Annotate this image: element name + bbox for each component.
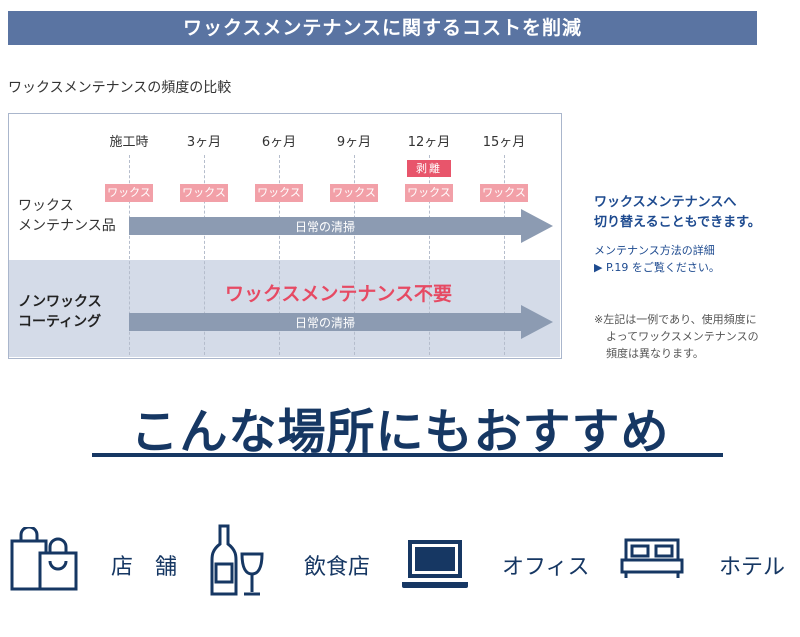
daily-cleaning-arrow: [129, 305, 553, 339]
comparison-subtitle: ワックスメンテナンスの頻度の比較: [8, 80, 232, 96]
row-label-line: メンテナンス品: [18, 218, 116, 234]
row-label-line: ワックス: [18, 198, 74, 214]
page-link[interactable]: ▶ P.19 をご覧ください。: [594, 261, 720, 274]
tick-12m: 12ヶ月: [407, 135, 451, 150]
switch-note: ワックスメンテナンスへ 切り替えることもできます。: [594, 193, 761, 233]
recommend-heading: こんな場所にもおすすめ: [130, 404, 670, 460]
row-label-line: ノンワックス: [18, 294, 102, 310]
daily-cleaning-arrow: [129, 209, 553, 243]
wax-tag: ワックス: [405, 184, 453, 202]
guide-line: [354, 155, 355, 355]
place-label-store: 店 舗: [111, 555, 178, 580]
place-label-office: オフィス: [502, 555, 590, 580]
tick-6m: 6ヶ月: [261, 135, 297, 150]
bed-icon: [620, 538, 684, 578]
wax-tag: ワックス: [480, 184, 528, 202]
guide-line: [429, 155, 430, 355]
footnote-line: 頻度は異なります。: [606, 347, 704, 360]
no-wax-notice: ワックスメンテナンス不要: [225, 283, 453, 305]
footnote: ※左記は一例であり、使用頻度に よってワックスメンテナンスの 頻度は異なります。: [594, 311, 759, 362]
switch-note-line: ワックスメンテナンスへ: [594, 195, 737, 210]
tick-3m: 3ヶ月: [186, 135, 222, 150]
place-label-restaurant: 飲食店: [304, 555, 371, 580]
wax-tag: ワックス: [180, 184, 228, 202]
peel-tag: 剥離: [407, 160, 451, 177]
detail-line: メンテナンス方法の詳細: [594, 244, 715, 257]
row-label-wax: ワックス メンテナンス品: [18, 196, 116, 236]
guide-line: [204, 155, 205, 355]
tick-9m: 9ヶ月: [336, 135, 372, 150]
non-wax-row-background: [9, 260, 560, 357]
heading-underline: [92, 453, 723, 457]
footnote-line: よってワックスメンテナンスの: [606, 330, 759, 343]
shopping-bag-icon: [10, 527, 78, 591]
place-label-hotel: ホテル: [719, 555, 786, 580]
guide-line: [279, 155, 280, 355]
row-label-line: コーティング: [18, 314, 102, 330]
laptop-icon: [402, 540, 468, 588]
guide-line: [129, 155, 130, 355]
wine-bottle-glass-icon: [210, 524, 264, 596]
arrow-label: 日常の清掃: [294, 220, 355, 234]
footnote-line: ※左記は一例であり、使用頻度に: [594, 313, 757, 326]
tick-start: 施工時: [109, 135, 149, 150]
wax-tag: ワックス: [255, 184, 303, 202]
detail-reference: メンテナンス方法の詳細 ▶ P.19 をご覧ください。: [594, 242, 720, 276]
arrow-label: 日常の清掃: [294, 316, 355, 330]
wax-tag: ワックス: [330, 184, 378, 202]
wax-tag: ワックス: [105, 184, 153, 202]
row-label-nonwax: ノンワックス コーティング: [18, 292, 102, 332]
guide-line: [504, 155, 505, 355]
tick-15m: 15ヶ月: [482, 135, 526, 150]
page-banner: ワックスメンテナンスに関するコストを削減: [8, 11, 757, 45]
switch-note-line: 切り替えることもできます。: [594, 215, 761, 230]
